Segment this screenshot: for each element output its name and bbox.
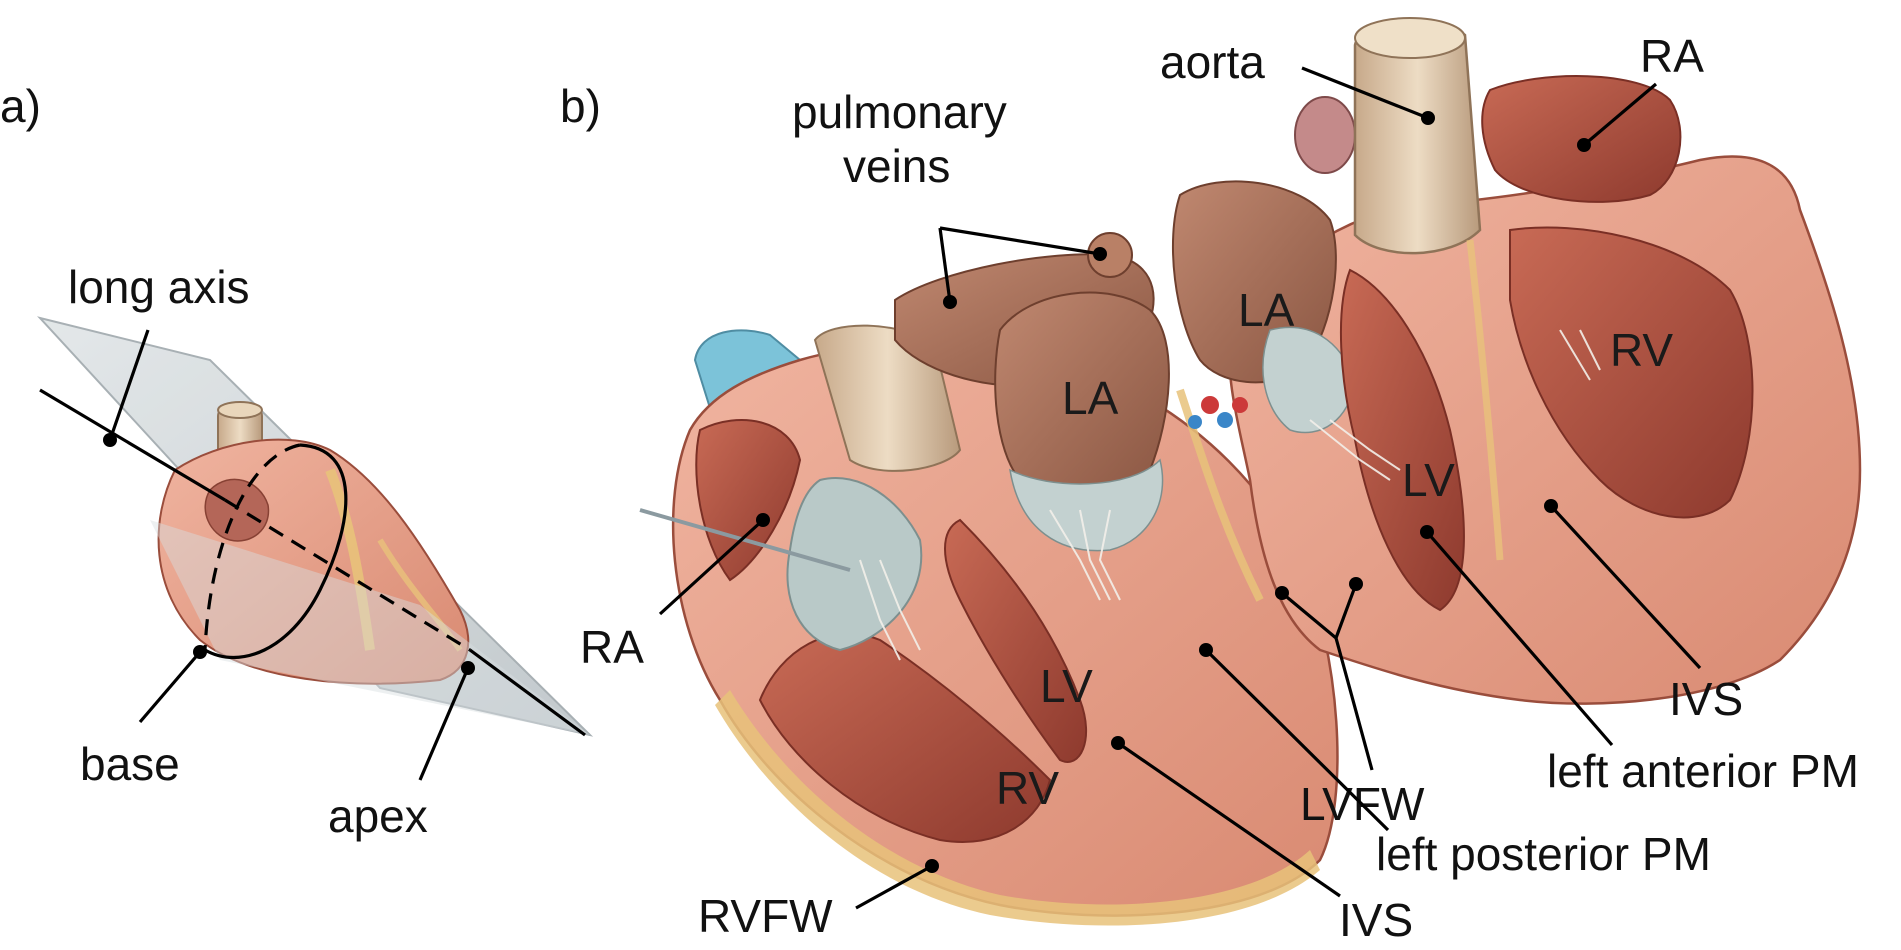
- base-ellipse-front: [204, 443, 348, 660]
- panel-a-tag: a): [0, 80, 41, 132]
- label-rv-left: RV: [996, 762, 1059, 814]
- panel-a: a) long axis: [0, 80, 594, 842]
- right-atrium-left-chamber: [695, 419, 802, 582]
- right-heart-section: [1172, 17, 1862, 705]
- panel-b-tag: b): [560, 80, 601, 132]
- label-ra-left: RA: [580, 621, 644, 673]
- long-axis-marker: [103, 433, 117, 447]
- right-ventricle-right-cavity: [1509, 226, 1754, 519]
- label-ra-top: RA: [1640, 30, 1704, 82]
- label-left-anterior-pm: left anterior PM: [1547, 745, 1859, 797]
- label-rv-right: RV: [1610, 324, 1673, 376]
- apex-marker: [461, 661, 475, 675]
- label-la-right: LA: [1238, 284, 1295, 336]
- label-base: base: [80, 738, 180, 790]
- label-la-left: LA: [1062, 372, 1119, 424]
- small-heart-illustration: [37, 316, 594, 737]
- label-aorta: aorta: [1160, 36, 1265, 88]
- label-lv-right: LV: [1402, 454, 1455, 506]
- label-pulmonary: pulmonary: [792, 86, 1007, 138]
- label-left-posterior-pm: left posterior PM: [1376, 828, 1711, 880]
- long-axis-line: [39, 388, 226, 502]
- label-ivs-right: IVS: [1669, 673, 1743, 725]
- label-long-axis: long axis: [68, 261, 250, 313]
- label-veins: veins: [843, 140, 950, 192]
- base-marker: [193, 645, 207, 659]
- chordae-left: [859, 509, 1121, 661]
- left-heart-section: [639, 232, 1339, 926]
- left-ventricle-left-cavity: [944, 518, 1088, 763]
- panel-b: b): [560, 17, 1862, 946]
- label-ivs-bottom: IVS: [1339, 894, 1413, 946]
- chordae-right: [1309, 329, 1601, 481]
- tricuspid-valve: [786, 477, 923, 652]
- label-rvfw: RVFW: [698, 890, 833, 942]
- probe: [639, 508, 851, 572]
- left-ventricle-right-cavity: [1339, 268, 1465, 612]
- label-lv-left: LV: [1040, 660, 1093, 712]
- label-apex: apex: [328, 790, 428, 842]
